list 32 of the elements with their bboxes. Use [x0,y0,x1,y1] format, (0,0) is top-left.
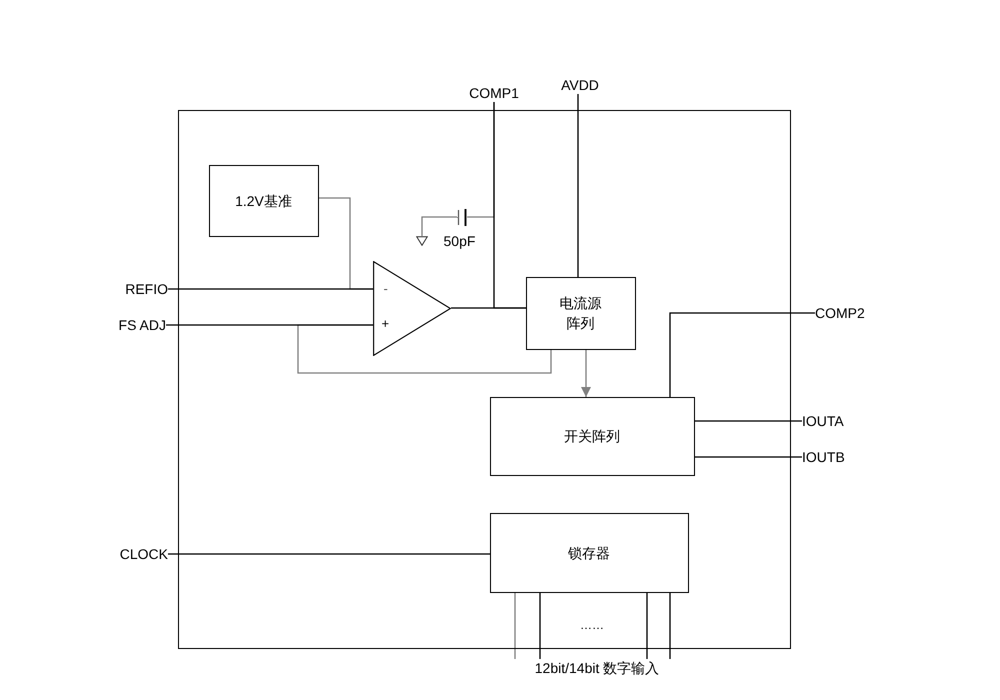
connector-line [514,593,516,659]
pin-label: REFIO [112,280,168,298]
function-block: 1.2V基准 [208,164,318,236]
input-sign: + [382,316,390,330]
capacitance-label: 50pF [444,232,476,250]
connector-line [166,324,373,326]
connector-line [168,288,373,290]
input-sign: - [384,282,388,296]
arrow [581,350,591,397]
connector-line [695,456,802,458]
function-block: 开关阵列 [490,396,694,476]
connector-line [539,593,541,659]
function-block: 锁存器 [490,512,688,592]
pin-label: AVDD [556,76,604,94]
bus-label: 12bit/14bit 数字输入 [505,659,689,677]
connector-line [421,216,457,236]
connector-line [168,553,490,555]
connector-line [646,593,648,659]
connector-line [669,312,815,397]
connector-line [493,102,526,309]
function-block: 电流源阵列 [526,276,636,350]
connector-line [669,593,671,659]
pin-label: FS ADJ [104,316,166,334]
pin-label: IOUTB [802,448,858,466]
pin-label: COMP1 [462,84,526,102]
connector-line [577,94,579,277]
bus-ellipsis: …… [579,617,605,633]
pin-label: IOUTA [802,412,858,430]
pin-label: CLOCK [110,545,168,563]
chip-outline [178,110,791,649]
pin-label: COMP2 [815,304,871,322]
connector-line [695,420,802,422]
